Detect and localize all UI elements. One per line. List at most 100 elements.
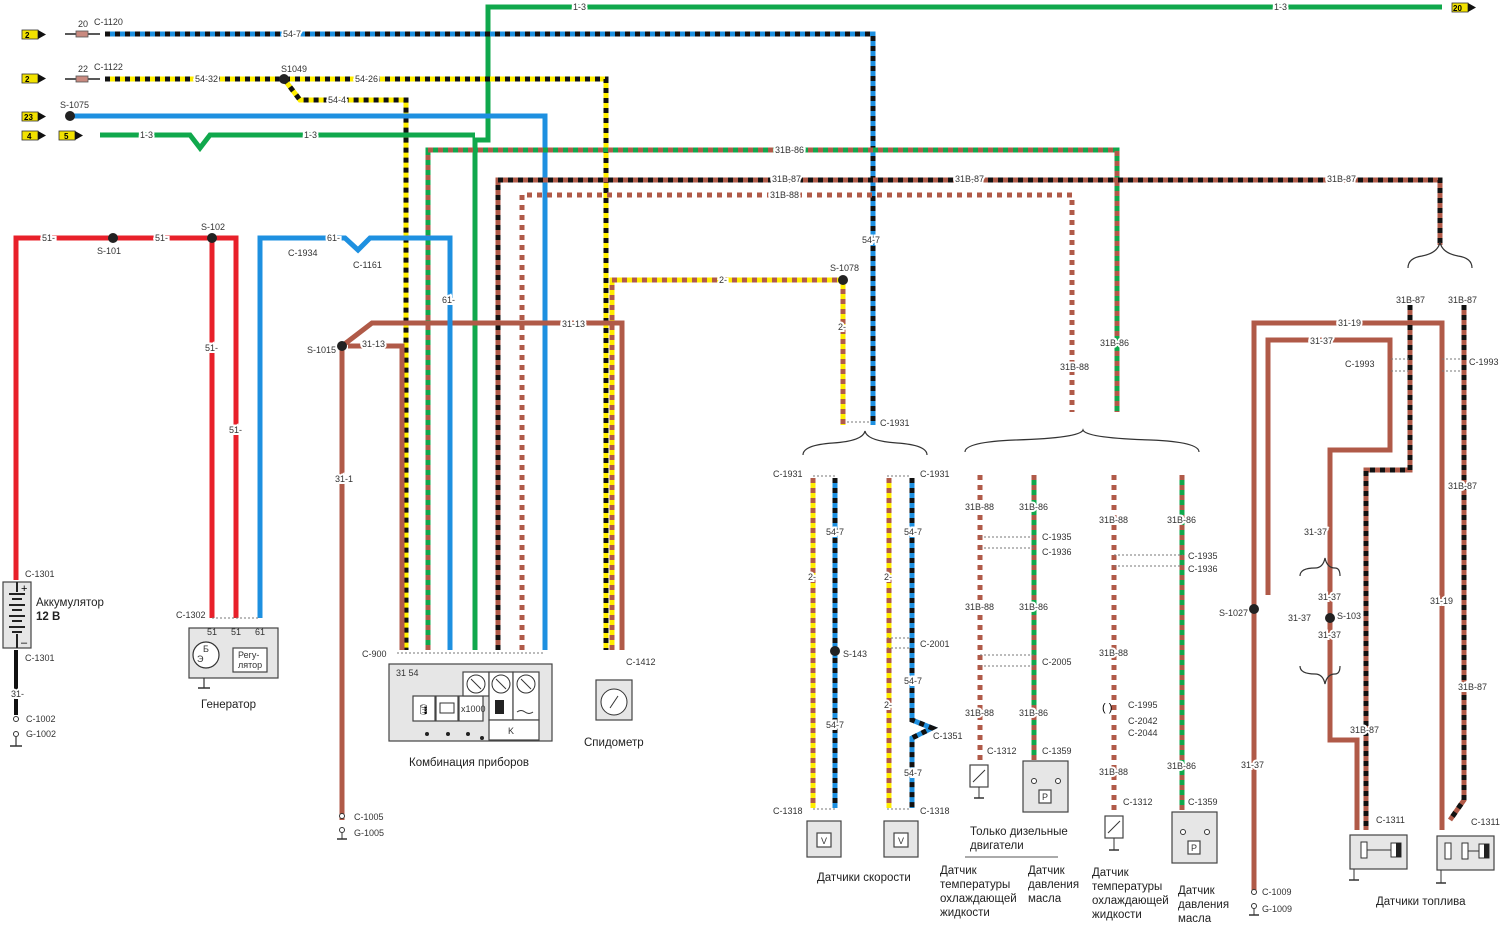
wire-label: 31B-87: [1448, 295, 1477, 305]
wire-31-13b: [348, 343, 405, 650]
battery-title: Аккумулятор: [36, 597, 104, 609]
sensor-label: V: [898, 836, 904, 846]
splice-label: S-1078: [830, 263, 859, 273]
generator[interactable]: C-1302 51 51 61 Б Э Регу- лятор Генерато…: [176, 610, 279, 711]
output-tag-20[interactable]: 20: [1451, 2, 1476, 13]
tag-label: 5: [64, 132, 69, 141]
wire-2-stripe: [609, 277, 846, 650]
svg-text:масла: масла: [1178, 913, 1212, 925]
pin-label: 51: [231, 627, 241, 637]
splice-label: S-143: [843, 649, 867, 659]
svg-text:давления: давления: [1028, 879, 1079, 891]
wire-label: 31B-88: [1099, 515, 1128, 525]
splice-s143: [830, 646, 840, 656]
tachometer-icon: x1000: [461, 704, 486, 714]
input-tag-2b[interactable]: 2: [21, 73, 46, 84]
wire-label: 31-1: [335, 474, 353, 484]
splice-s1078: [838, 275, 848, 285]
wire-label: 51-: [155, 233, 168, 243]
speed-sensor-2: [883, 820, 919, 858]
wire-label: 54-7: [283, 29, 301, 39]
splice-label: S-1075: [60, 100, 89, 110]
connector-label: C-1359: [1188, 797, 1218, 807]
wire-31b-87-l-stripe: [1363, 305, 1413, 830]
connector-label: C-1931: [773, 469, 803, 479]
wire-label: 54-7: [904, 768, 922, 778]
connector-label: C-1301: [25, 653, 55, 663]
splice-label: S-102: [201, 222, 225, 232]
p-label: P: [1191, 843, 1197, 853]
input-tag-2a[interactable]: 2: [21, 29, 46, 40]
connector-label: C-1995: [1128, 700, 1158, 710]
connector-label: C-1302: [176, 610, 206, 620]
terminal-label: Б: [203, 644, 209, 654]
connector-label: C-1931: [880, 418, 910, 428]
splice-s1027: [1249, 604, 1259, 614]
wire-label: 54-7: [904, 676, 922, 686]
input-tag-4[interactable]: 4: [21, 130, 46, 141]
battery[interactable]: + – Аккумулятор 12 В C-1301 C-1301 31- C…: [2, 569, 104, 747]
regulator-label: Регу-: [238, 650, 259, 660]
wire-label: 51-: [42, 233, 55, 243]
wire-label: 31B-87: [1448, 481, 1477, 491]
splice-label: S1049: [281, 64, 307, 74]
connector-label: C-1005: [354, 812, 384, 822]
wire-label: 31B-86: [1019, 602, 1048, 612]
battery-voltage: 12 В: [36, 611, 60, 623]
wire-31b-86-stripe: [425, 147, 1120, 650]
wire-label: 51-: [205, 343, 218, 353]
ground-label: G-1009: [1262, 904, 1292, 914]
wire-label: 31B-86: [1167, 515, 1196, 525]
instrument-cluster[interactable]: C-900 31 54 🛢 x1000 K Комбинация приборо…: [337, 649, 553, 840]
wire-ss-547-r-stripe: [909, 478, 939, 808]
wire-label: 61-: [327, 233, 340, 243]
input-tag-23[interactable]: 23: [21, 111, 46, 122]
diesel-note: Только дизельные: [970, 826, 1068, 838]
speed-sensor-1: [806, 820, 842, 858]
svg-text:давления: давления: [1178, 899, 1229, 911]
tag-label: 4: [27, 132, 32, 141]
splice-s1015: [337, 341, 347, 351]
cluster-title: Комбинация приборов: [409, 757, 529, 769]
connector-label: C-1002: [26, 714, 56, 724]
speedometer[interactable]: C-1412 Спидометр: [584, 657, 656, 749]
wire-label: 31B-88: [965, 602, 994, 612]
speed-sensors[interactable]: C-1931 C-1931 54-7 54-7 2- 2- 2- 54-7 54…: [773, 430, 963, 884]
wire-label: 1-3: [573, 2, 586, 12]
connector-label: C-2044: [1128, 728, 1158, 738]
connector-label: C-1122: [94, 62, 123, 72]
svg-text:( ): ( ): [1102, 702, 1112, 714]
wire-label: 1-3: [304, 130, 317, 140]
connector-label: C-2005: [1042, 657, 1072, 667]
wire-label: 31B-86: [1100, 338, 1129, 348]
wire-label: 31-19: [1338, 318, 1361, 328]
fuel-sensors[interactable]: 31-19 31-37 31B-87 31B-87 31B-87 31B-87 …: [1239, 241, 1500, 916]
coolant-temp-label-right: Датчик температуры охлаждающей жидкости: [1092, 867, 1169, 921]
fuse-number: 20: [78, 19, 88, 29]
wire-label: 31-19: [1430, 596, 1453, 606]
generator-title: Генератор: [201, 699, 256, 711]
wire-label: 31-37: [1318, 630, 1341, 640]
svg-text:Датчик: Датчик: [1092, 867, 1130, 879]
wire-label: 31-37: [1304, 527, 1327, 537]
input-tag-5[interactable]: 5: [58, 130, 83, 141]
wire-label: 31B-86: [1019, 708, 1048, 718]
svg-text:охлаждающей: охлаждающей: [940, 893, 1017, 905]
connector-label: C-900: [362, 649, 387, 659]
engine-sensors[interactable]: 31B-88 31B-86 31B-88 31B-86 31B-88 31B-8…: [940, 428, 1229, 925]
svg-text:Датчик: Датчик: [1178, 885, 1216, 897]
oil-pressure-icon: 🛢: [417, 704, 430, 716]
ground-label: G-1005: [354, 828, 384, 838]
svg-text:охлаждающей: охлаждающей: [1092, 895, 1169, 907]
wire-label: 31B-87: [1396, 295, 1425, 305]
wire-label: 2-: [884, 700, 892, 710]
p-label: P: [1042, 792, 1048, 802]
coolant-temp-icon: [516, 710, 534, 714]
svg-text:температуры: температуры: [1092, 881, 1162, 893]
splice-s1075: [65, 111, 75, 121]
splice-label: S-1027: [1219, 608, 1248, 618]
connector-label: C-1993: [1469, 357, 1499, 367]
svg-text:масла: масла: [1028, 893, 1062, 905]
connector-label: C-1161: [353, 260, 382, 270]
tag-label: 2: [25, 75, 30, 84]
